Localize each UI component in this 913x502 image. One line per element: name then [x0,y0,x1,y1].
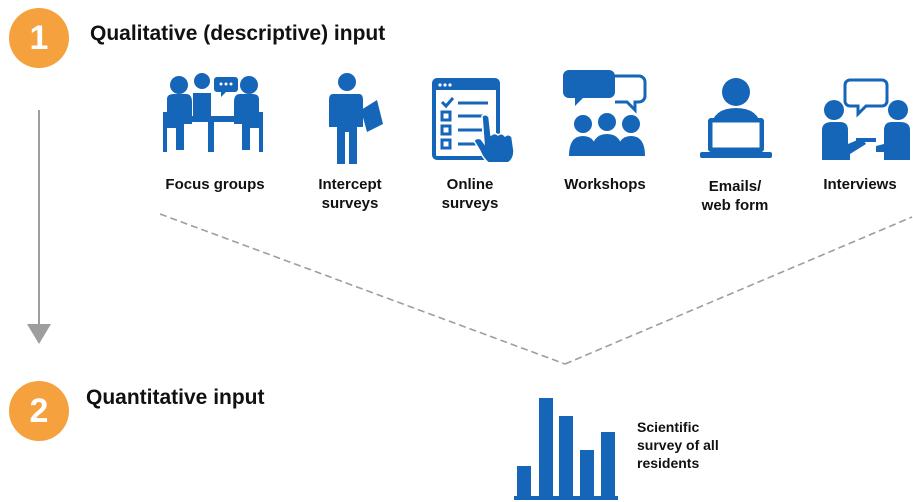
method-label-workshops: Workshops [564,176,646,193]
intercept-surveys-icon [325,72,385,166]
method-label-focus-groups: Focus groups [165,176,265,193]
method-label-emails-web-form: Emails/ web form [701,178,769,214]
method-label-intercept-surveys: Intercept surveys [318,176,382,212]
scientific-survey-caption: Scientific survey of all residents [637,419,719,471]
method-label-online-surveys: Online surveys [441,176,499,212]
down-arrow-icon [27,110,51,344]
workshops-icon [563,64,653,158]
bar-chart-icon [514,396,618,500]
interviews-icon [820,76,912,162]
qualitative-input-heading: Qualitative (descriptive) input [90,22,386,45]
emails-web-form-icon [700,74,772,166]
step-2-badge: 2 [9,381,69,441]
step-1-badge: 1 [9,8,69,68]
method-label-interviews: Interviews [823,176,897,193]
quantitative-input-heading: Quantitative input [86,386,265,409]
focus-groups-icon [162,72,264,158]
online-surveys-icon [432,78,518,162]
